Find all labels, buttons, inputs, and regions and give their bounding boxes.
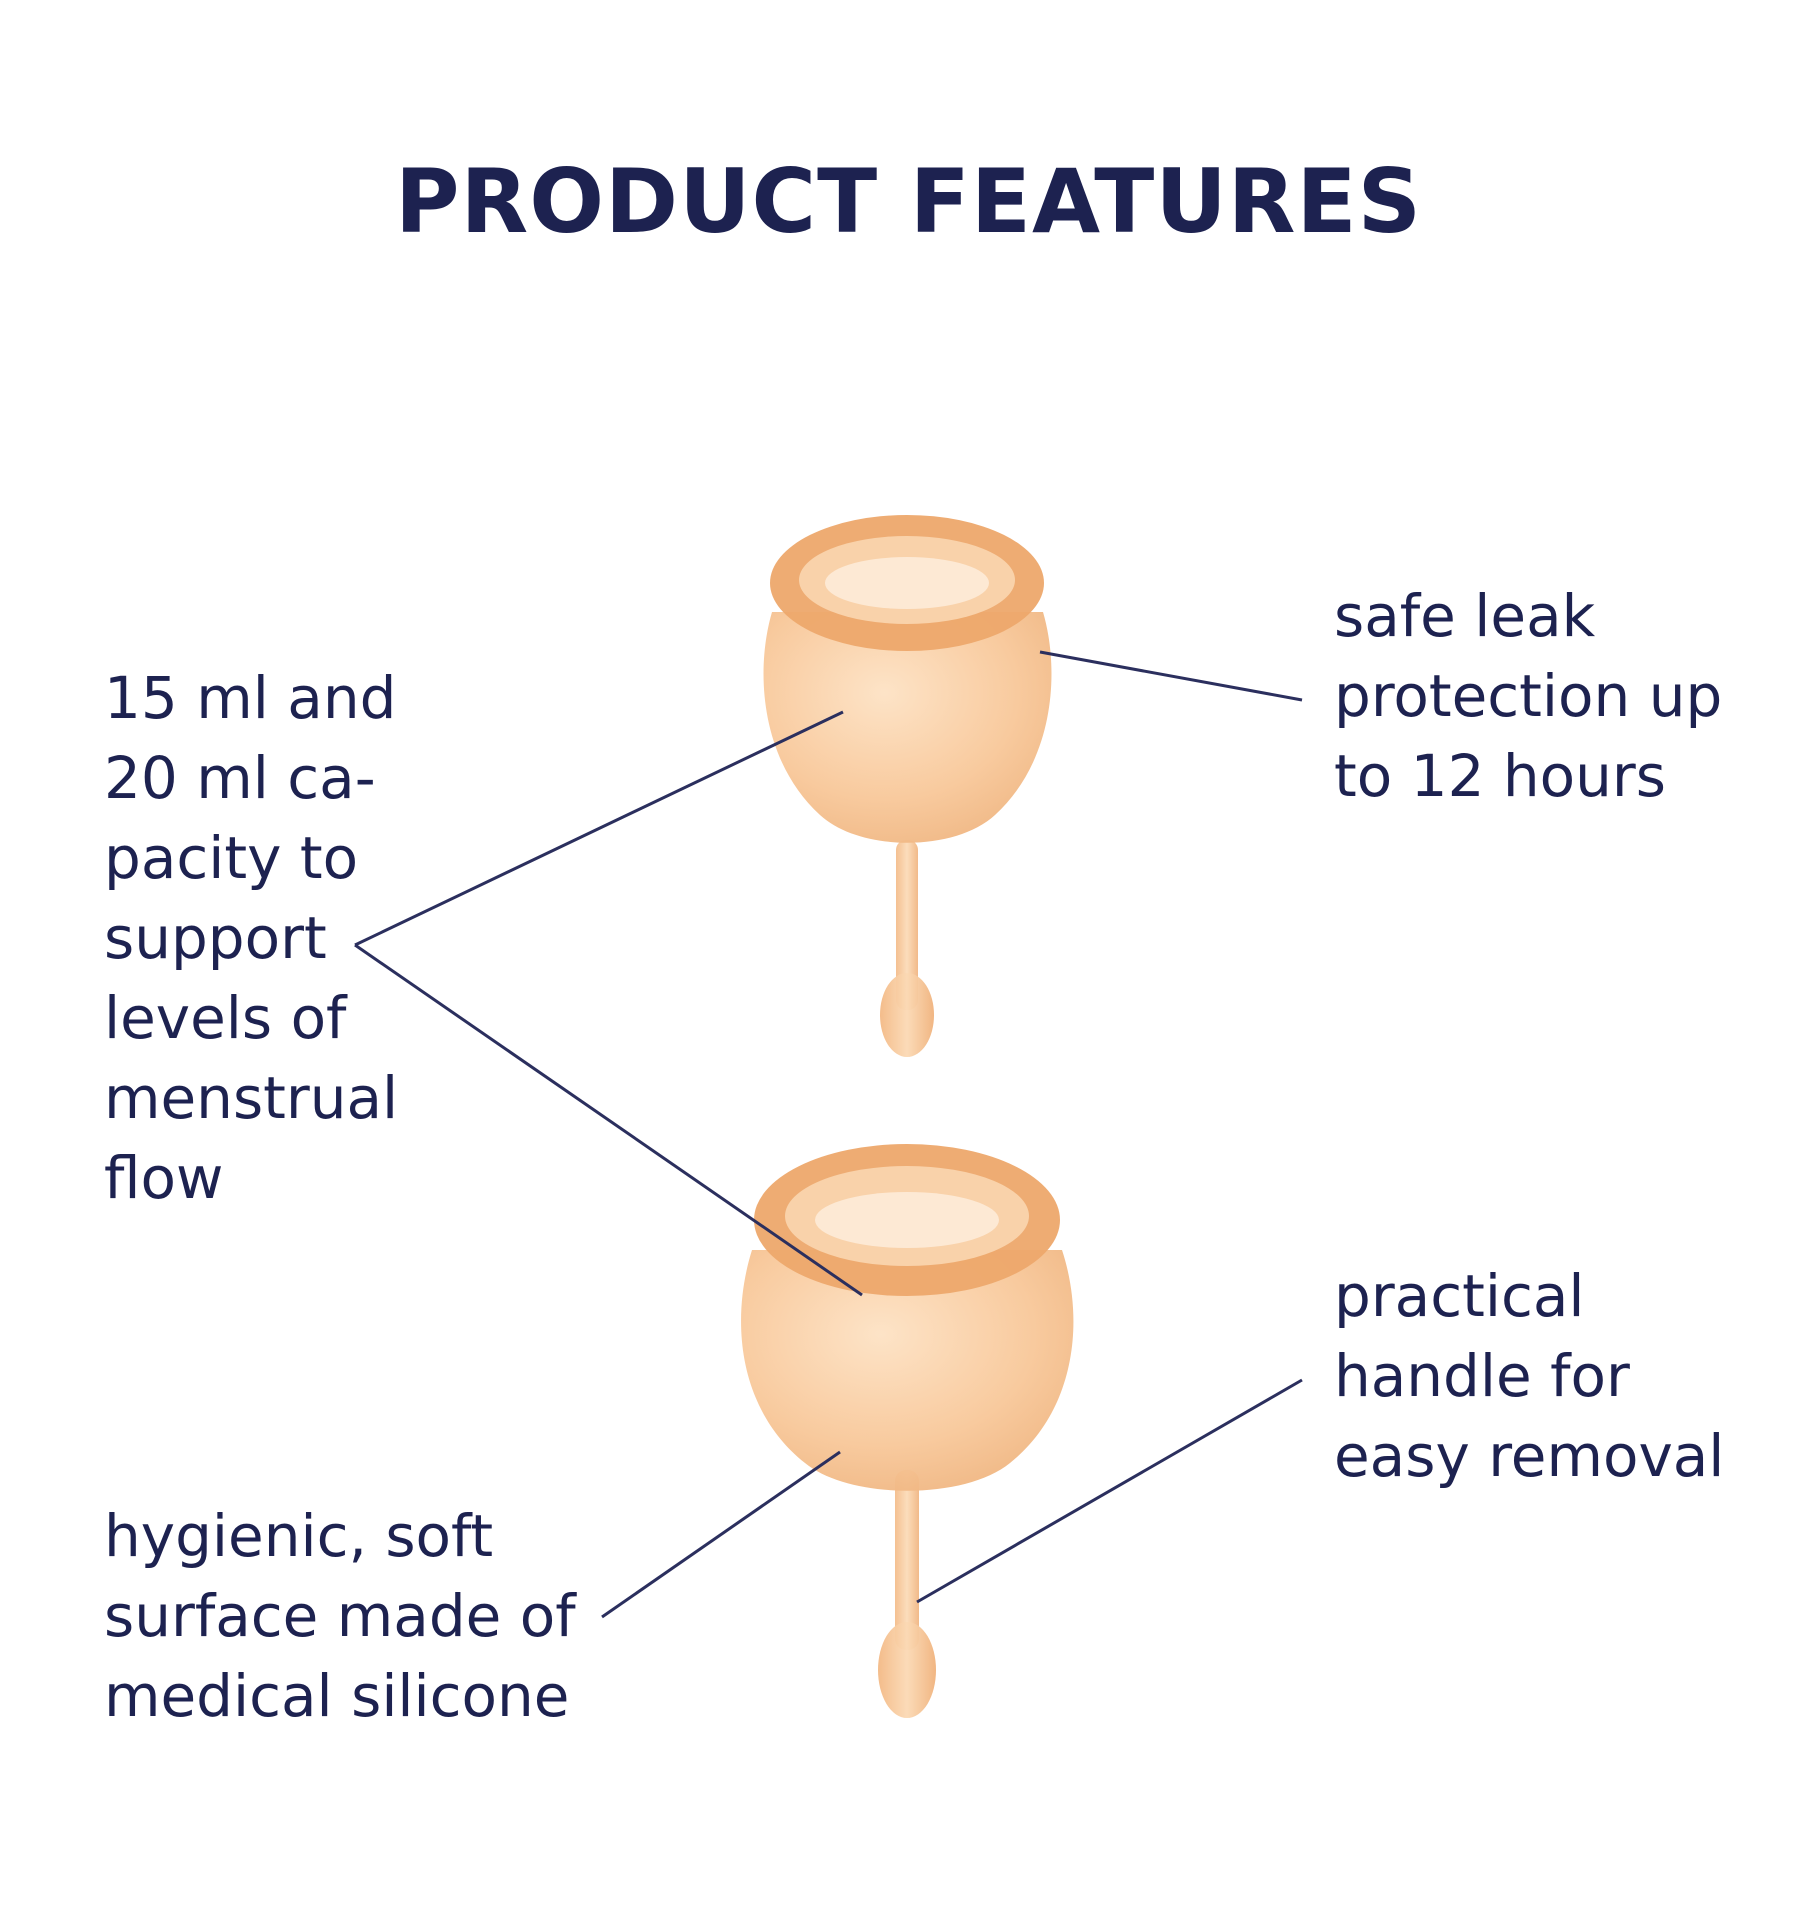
cup-opening — [825, 557, 989, 609]
cup-body — [763, 612, 1052, 843]
feature-handle-label: practical handle for easy removal — [1334, 1256, 1724, 1496]
feature-surface-label: hygienic, soft surface made of medical s… — [104, 1496, 576, 1736]
leader-line-capacity-bottom — [354, 943, 863, 1297]
cup-opening — [815, 1192, 999, 1248]
cup-stem — [896, 840, 918, 1010]
feature-capacity-line: menstrual — [104, 1064, 399, 1132]
feature-surface-line: surface made of — [104, 1582, 576, 1650]
feature-capacity-line: flow — [104, 1144, 224, 1212]
leader-lines — [354, 650, 1303, 1619]
leader-line-handle — [916, 1378, 1303, 1604]
menstrual-cup-large — [741, 1144, 1074, 1718]
feature-capacity-line: 15 ml and — [104, 664, 397, 732]
leader-line-capacity-top — [354, 710, 844, 947]
feature-capacity-label: 15 ml and 20 ml ca- pacity to support le… — [104, 658, 398, 1218]
cup-body — [741, 1250, 1074, 1491]
leader-line-leak — [1039, 650, 1303, 702]
feature-handle-line: handle for — [1334, 1342, 1630, 1410]
feature-leak-line: safe leak — [1334, 582, 1596, 650]
cup-stem — [895, 1470, 919, 1650]
feature-leak-label: safe leak protection up to 12 hours — [1334, 576, 1722, 816]
feature-handle-line: practical — [1334, 1262, 1585, 1330]
leader-line-surface — [601, 1450, 841, 1619]
feature-surface-line: medical silicone — [104, 1662, 570, 1730]
feature-surface-line: hygienic, soft — [104, 1502, 494, 1570]
feature-leak-line: protection up — [1334, 662, 1723, 730]
page-title: PRODUCT FEATURES — [394, 150, 1423, 253]
cup-handle-tip — [880, 973, 934, 1057]
cup-handle-tip — [878, 1622, 936, 1718]
feature-capacity-line: support — [104, 904, 327, 972]
feature-capacity-line: pacity to — [104, 824, 359, 892]
feature-leak-line: to 12 hours — [1334, 742, 1666, 810]
feature-capacity-line: 20 ml ca- — [104, 744, 376, 812]
feature-capacity-line: levels of — [104, 984, 347, 1052]
feature-handle-line: easy removal — [1334, 1422, 1725, 1490]
menstrual-cup-small — [763, 515, 1052, 1057]
